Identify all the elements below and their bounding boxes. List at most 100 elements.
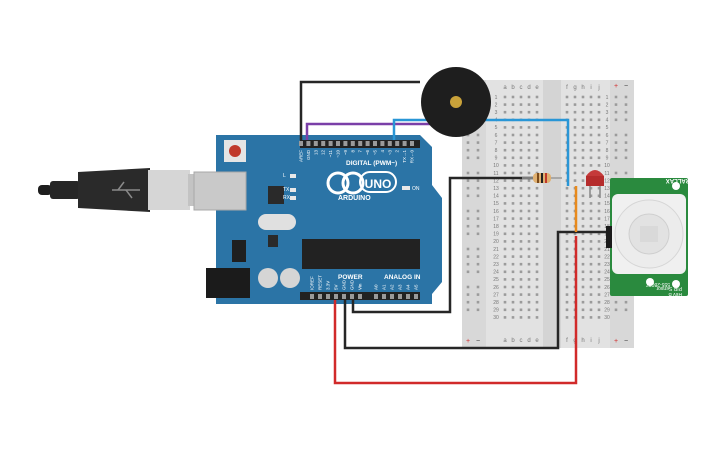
breadboard-hole[interactable]	[503, 278, 507, 281]
breadboard-hole[interactable]	[581, 148, 585, 152]
breadboard-hole[interactable]	[503, 148, 507, 152]
rail-hole[interactable]	[476, 293, 480, 296]
breadboard-hole[interactable]	[589, 278, 593, 281]
breadboard-hole[interactable]	[565, 308, 569, 312]
breadboard-hole[interactable]	[535, 148, 539, 152]
breadboard-hole[interactable]	[565, 285, 569, 289]
breadboard-hole[interactable]	[565, 217, 569, 220]
breadboard-hole[interactable]	[535, 186, 539, 190]
breadboard-hole[interactable]	[503, 270, 507, 274]
breadboard-hole[interactable]	[597, 217, 601, 220]
breadboard-hole[interactable]	[565, 270, 569, 274]
breadboard-hole[interactable]	[581, 126, 585, 129]
breadboard-hole[interactable]	[581, 194, 585, 198]
rail-hole[interactable]	[466, 194, 470, 198]
breadboard-hole[interactable]	[597, 308, 601, 312]
rail-hole[interactable]	[466, 270, 470, 274]
breadboard-hole[interactable]	[511, 217, 515, 220]
breadboard-hole[interactable]	[503, 126, 507, 129]
breadboard-hole[interactable]	[581, 141, 585, 144]
breadboard-hole[interactable]	[535, 217, 539, 220]
rail-hole[interactable]	[466, 308, 470, 312]
breadboard-hole[interactable]	[597, 156, 601, 160]
rail-hole[interactable]	[476, 133, 480, 137]
breadboard-hole[interactable]	[535, 285, 539, 289]
power-pin-1[interactable]	[318, 294, 322, 299]
breadboard-hole[interactable]	[565, 293, 569, 296]
breadboard-hole[interactable]	[511, 186, 515, 190]
breadboard-hole[interactable]	[581, 171, 585, 175]
breadboard-hole[interactable]	[503, 308, 507, 312]
breadboard-hole[interactable]	[503, 240, 507, 243]
digital-pin-7[interactable]	[350, 141, 355, 146]
breadboard-hole[interactable]	[597, 247, 601, 251]
rail-hole[interactable]	[476, 186, 480, 190]
breadboard-hole[interactable]	[503, 255, 507, 258]
breadboard-hole[interactable]	[565, 202, 569, 205]
digital-pin-3[interactable]	[321, 141, 326, 146]
breadboard-hole[interactable]	[535, 133, 539, 137]
breadboard-hole[interactable]	[597, 285, 601, 289]
rail-hole[interactable]	[624, 133, 628, 137]
breadboard-hole[interactable]	[573, 110, 577, 114]
rail-hole[interactable]	[614, 171, 618, 175]
breadboard-hole[interactable]	[597, 262, 601, 266]
breadboard-hole[interactable]	[519, 209, 523, 213]
power-pin-5[interactable]	[350, 294, 354, 299]
power-pin-3[interactable]	[334, 294, 338, 299]
breadboard-hole[interactable]	[581, 164, 585, 167]
breadboard-hole[interactable]	[503, 293, 507, 296]
rail-hole[interactable]	[466, 171, 470, 175]
breadboard-hole[interactable]	[573, 133, 577, 137]
rail-hole[interactable]	[476, 194, 480, 198]
breadboard-hole[interactable]	[597, 232, 601, 236]
breadboard-hole[interactable]	[573, 164, 577, 167]
breadboard-hole[interactable]	[519, 103, 523, 106]
rail-hole[interactable]	[614, 103, 618, 106]
power-pin-6[interactable]	[358, 294, 362, 299]
breadboard-hole[interactable]	[527, 278, 531, 281]
breadboard-hole[interactable]	[597, 255, 601, 258]
breadboard-hole[interactable]	[535, 110, 539, 114]
power-pin-2[interactable]	[326, 294, 330, 299]
breadboard-hole[interactable]	[519, 179, 523, 182]
breadboard-hole[interactable]	[519, 308, 523, 312]
breadboard-hole[interactable]	[589, 270, 593, 274]
breadboard-hole[interactable]	[535, 308, 539, 312]
breadboard-hole[interactable]	[581, 300, 585, 304]
rail-hole[interactable]	[614, 308, 618, 312]
breadboard-hole[interactable]	[511, 247, 515, 251]
breadboard-hole[interactable]	[511, 133, 515, 137]
breadboard-hole[interactable]	[511, 285, 515, 289]
breadboard-hole[interactable]	[511, 255, 515, 258]
breadboard-hole[interactable]	[519, 224, 523, 228]
rail-hole[interactable]	[476, 171, 480, 175]
breadboard-hole[interactable]	[597, 293, 601, 296]
rail-hole[interactable]	[624, 300, 628, 304]
rail-hole[interactable]	[614, 110, 618, 114]
breadboard-hole[interactable]	[597, 110, 601, 114]
rail-hole[interactable]	[624, 110, 628, 114]
breadboard-hole[interactable]	[527, 141, 531, 144]
rail-hole[interactable]	[624, 95, 628, 99]
breadboard-hole[interactable]	[573, 95, 577, 99]
breadboard-hole[interactable]	[597, 103, 601, 106]
breadboard-hole[interactable]	[565, 247, 569, 251]
breadboard-hole[interactable]	[589, 126, 593, 129]
breadboard-hole[interactable]	[503, 103, 507, 106]
breadboard-hole[interactable]	[519, 164, 523, 167]
breadboard-hole[interactable]	[597, 95, 601, 99]
breadboard-hole[interactable]	[519, 270, 523, 274]
breadboard-hole[interactable]	[565, 194, 569, 198]
breadboard-hole[interactable]	[581, 179, 585, 182]
breadboard-hole[interactable]	[589, 232, 593, 236]
rail-hole[interactable]	[614, 300, 618, 304]
breadboard-hole[interactable]	[527, 240, 531, 243]
breadboard-hole[interactable]	[527, 110, 531, 114]
breadboard-hole[interactable]	[573, 179, 577, 182]
breadboard-hole[interactable]	[535, 262, 539, 266]
digital-pin-15[interactable]	[410, 141, 414, 146]
breadboard-hole[interactable]	[597, 186, 601, 190]
rail-hole[interactable]	[466, 255, 470, 258]
breadboard-hole[interactable]	[511, 224, 515, 228]
